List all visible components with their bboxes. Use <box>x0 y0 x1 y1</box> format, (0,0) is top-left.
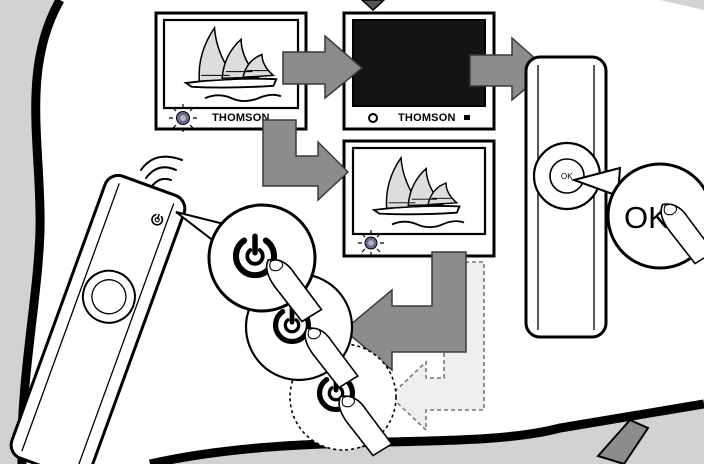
power-button-step-1 <box>209 205 322 322</box>
arrow-down-right-icon <box>263 120 348 200</box>
signal-waves-icon <box>141 157 182 186</box>
tv-brand-label: THOMSON <box>212 112 270 124</box>
ok-callout: OK <box>608 164 704 268</box>
tv-brand-label-2: THOMSON <box>398 112 456 124</box>
arrow-down-icon <box>362 0 384 10</box>
remote-control-right: OK <box>526 57 606 337</box>
